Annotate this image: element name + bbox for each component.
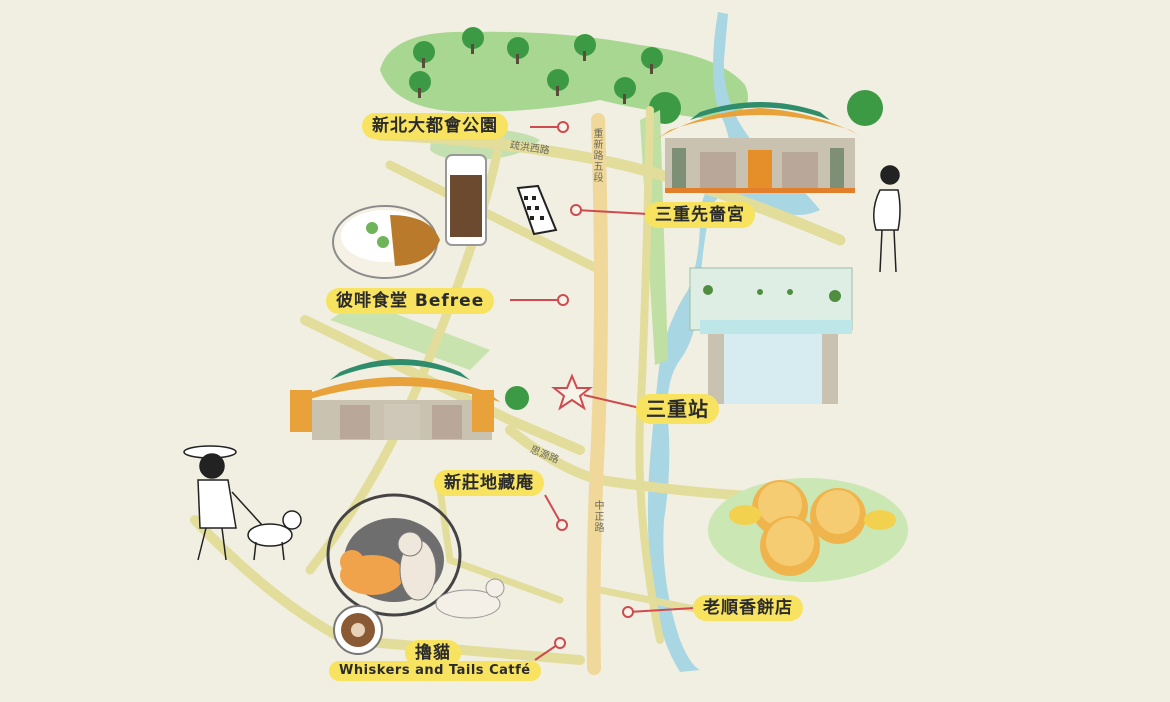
main-road: [586, 113, 608, 675]
park-trees-icon: [409, 27, 883, 126]
star-icon: [551, 373, 593, 411]
label-park[interactable]: 新北大都會公園: [362, 113, 508, 139]
label-befree[interactable]: 彼啡食堂 Befree: [326, 288, 495, 314]
temple-left-icon: [290, 359, 529, 440]
woman-with-dog-icon: [183, 445, 302, 561]
label-cat-cafe-bottom[interactable]: Whiskers and Tails Catfé: [329, 661, 541, 681]
label-bakery[interactable]: 老順香餅店: [693, 595, 803, 621]
label-station[interactable]: 三重站: [636, 394, 719, 424]
road-name-r4: 中正路: [592, 500, 603, 533]
building-icon: [516, 184, 558, 236]
pastries-icon: [708, 478, 908, 582]
cat-basket-icon: [326, 493, 505, 655]
pin-markers: [554, 121, 634, 649]
label-temple-xianse[interactable]: 三重先嗇宮: [645, 202, 755, 228]
station-building-icon: [689, 267, 853, 404]
road-name-r2: 重新路五段: [591, 128, 602, 183]
temple-icon: [655, 102, 868, 193]
green-strip-2: [330, 300, 490, 370]
curry-and-drink-icon: [332, 154, 487, 279]
label-dizang[interactable]: 新莊地藏庵: [434, 470, 544, 496]
person-icon: [873, 165, 901, 273]
